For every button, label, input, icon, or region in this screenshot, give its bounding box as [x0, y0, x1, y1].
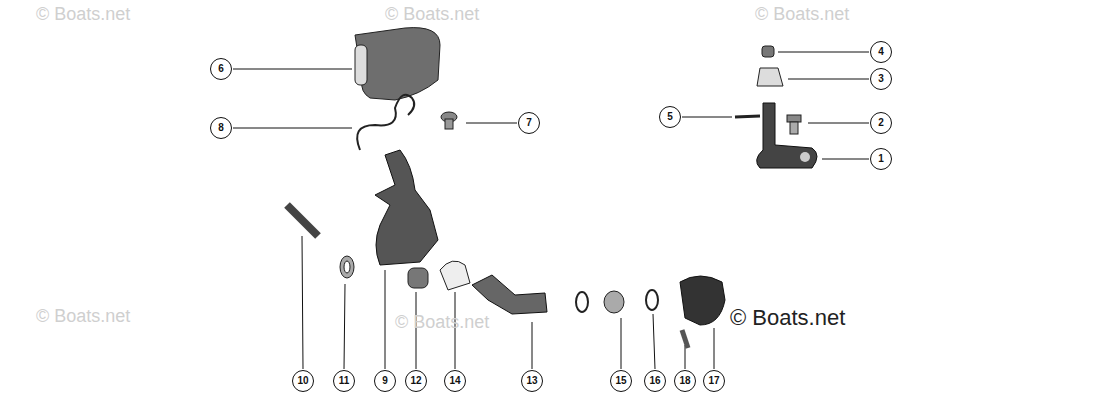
callout-circle: 16: [644, 370, 666, 392]
callout-number: 18: [679, 376, 690, 386]
callout-circle: 8: [210, 117, 232, 139]
watermark: © Boats.net: [385, 4, 479, 25]
callout-circle: 18: [674, 370, 696, 392]
callout-circle: 5: [659, 106, 681, 128]
callout-number: 10: [297, 376, 308, 386]
callout-circle: 9: [374, 370, 396, 392]
callout-circle: 11: [333, 370, 355, 392]
callout-number: 6: [218, 64, 224, 74]
callout-number: 12: [410, 376, 421, 386]
callout-number: 14: [449, 376, 460, 386]
callout-number: 16: [649, 376, 660, 386]
callout-circle: 6: [210, 58, 232, 80]
watermark: © Boats.net: [36, 4, 130, 25]
callout-number: 8: [218, 123, 224, 133]
callout-circle: 12: [405, 370, 427, 392]
callout-number: 2: [878, 118, 884, 128]
callout-circle: 14: [444, 370, 466, 392]
callout-circle: 17: [703, 370, 725, 392]
callout-number: 15: [615, 376, 626, 386]
callout-number: 4: [878, 47, 884, 57]
callout-circle: 7: [518, 112, 540, 134]
callout-number: 13: [526, 376, 537, 386]
callout-number: 17: [708, 376, 719, 386]
watermark: © Boats.net: [395, 312, 489, 333]
callout-number: 9: [382, 376, 388, 386]
watermark: © Boats.net: [36, 306, 130, 327]
callout-circle: 1: [870, 148, 892, 170]
callout-number: 7: [526, 118, 532, 128]
callout-circle: 3: [870, 68, 892, 90]
callout-circle: 15: [610, 370, 632, 392]
watermark: © Boats.net: [755, 4, 849, 25]
callout-circle: 13: [521, 370, 543, 392]
callout-number: 1: [878, 154, 884, 164]
callout-circle: 2: [870, 112, 892, 134]
callout-number: 5: [667, 112, 673, 122]
callout-number: 11: [339, 376, 350, 386]
watermark: © Boats.net: [730, 305, 845, 331]
callout-circle: 4: [870, 41, 892, 63]
callout-circle: 10: [292, 370, 314, 392]
callout-number: 3: [878, 74, 884, 84]
